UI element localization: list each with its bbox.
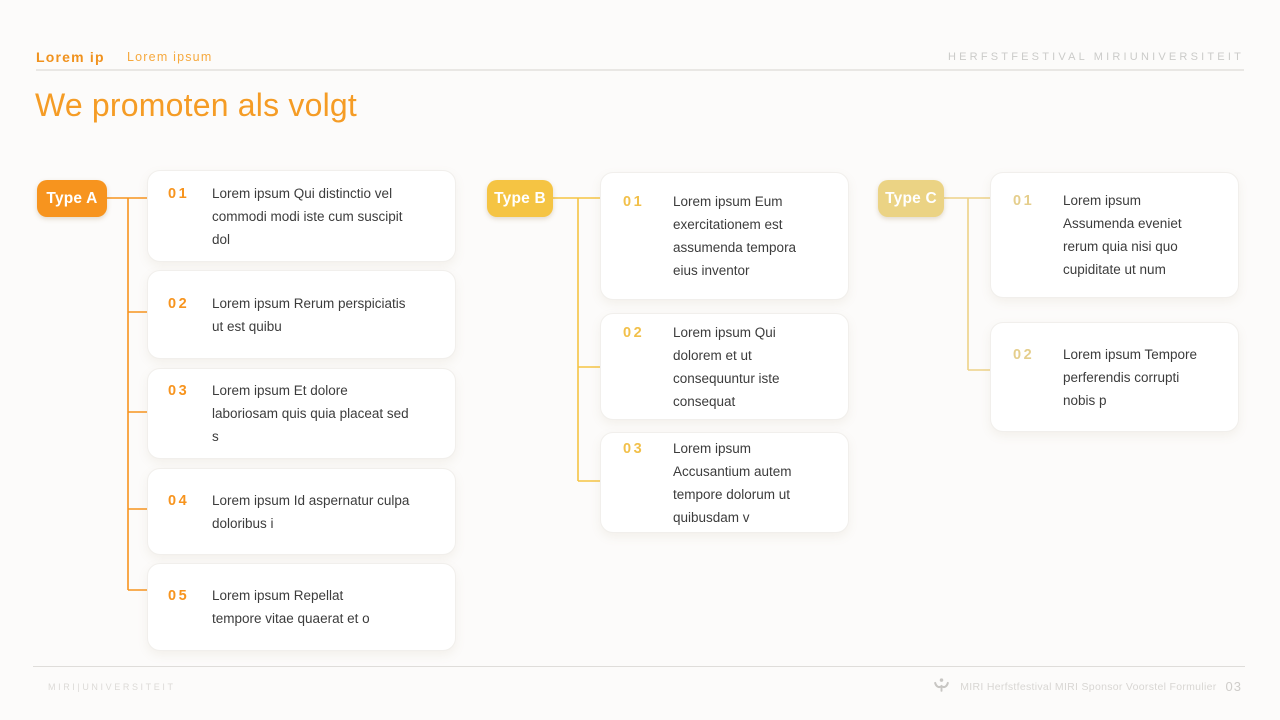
card-number: 04 [168, 492, 190, 509]
card-text: Lorem ipsum Accusantium autem tempore do… [673, 440, 792, 525]
card-b-02: 02 Lorem ipsum Qui dolorem et ut consequ… [600, 313, 849, 420]
card-text: Lorem ipsum Repellat tempore vitae quaer… [212, 588, 370, 626]
type-b-button[interactable]: Type B [487, 180, 553, 217]
university-logo-icon [932, 677, 951, 696]
card-c-01: 01 Lorem ipsum Assumenda eveniet rerum q… [990, 172, 1239, 298]
footer-doc-title: MIRI Herfstfestival MIRI Sponsor Voorste… [960, 680, 1217, 693]
card-number: 05 [168, 588, 190, 604]
footer-right-group: MIRI Herfstfestival MIRI Sponsor Voorste… [932, 677, 1242, 696]
type-c-button[interactable]: Type C [878, 180, 944, 217]
card-number: 02 [168, 295, 190, 312]
page-number: 03 [1225, 679, 1242, 694]
card-text: Lorem ipsum Eum exercitationem est assum… [673, 194, 797, 278]
card-a-03: 03 Lorem ipsum Et dolore laboriosam quis… [147, 368, 456, 459]
header-divider [36, 69, 1244, 71]
card-number: 03 [623, 440, 645, 457]
card-text: Lorem ipsum Id aspernatur culpa doloribu… [212, 492, 410, 531]
card-number: 01 [623, 194, 645, 210]
card-number: 03 [168, 383, 190, 399]
type-a-button[interactable]: Type A [37, 180, 107, 217]
card-text: Lorem ipsum Rerum perspiciatis ut est qu… [212, 295, 406, 334]
card-text: Lorem ipsum Et dolore laboriosam quis qu… [212, 383, 409, 444]
brand-logo-text: Lorem ip [36, 49, 105, 65]
card-a-05: 05 Lorem ipsum Repellat tempore vitae qu… [147, 563, 456, 651]
card-text: Lorem ipsum Assumenda eveniet rerum quia… [1063, 193, 1182, 277]
card-b-01: 01 Lorem ipsum Eum exercitationem est as… [600, 172, 849, 300]
card-b-03: 03 Lorem ipsum Accusantium autem tempore… [600, 432, 849, 533]
card-a-02: 02 Lorem ipsum Rerum perspiciatis ut est… [147, 270, 456, 359]
card-number: 02 [1013, 346, 1035, 363]
card-number: 02 [623, 324, 645, 341]
card-text: Lorem ipsum Tempore perferendis corrupti… [1063, 346, 1198, 408]
header-event-text: HERFSTFESTIVAL MIRIUNIVERSITEIT [948, 51, 1244, 63]
footer-university-text: MIRI|UNIVERSITEIT [48, 682, 176, 692]
card-a-04: 04 Lorem ipsum Id aspernatur culpa dolor… [147, 468, 456, 555]
header-nav-item[interactable]: Lorem ipsum [127, 50, 213, 64]
page-title: We promoten als volgt [35, 87, 357, 123]
card-text: Lorem ipsum Qui dolorem et ut consequunt… [673, 324, 780, 409]
card-c-02: 02 Lorem ipsum Tempore perferendis corru… [990, 322, 1239, 432]
card-a-01: 01 Lorem ipsum Qui distinctio vel commod… [147, 170, 456, 262]
card-text: Lorem ipsum Qui distinctio vel commodi m… [212, 185, 403, 247]
card-number: 01 [1013, 193, 1035, 209]
footer-divider [33, 666, 1245, 667]
card-number: 01 [168, 185, 190, 202]
